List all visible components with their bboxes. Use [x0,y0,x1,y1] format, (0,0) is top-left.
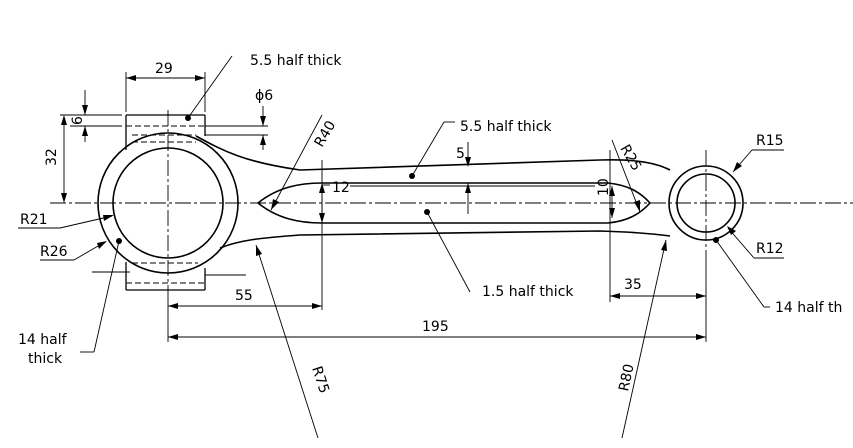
small-end [668,165,744,241]
dim-195-label: 195 [422,319,449,335]
dim-r12-label: R12 [756,241,784,257]
dim-35: 35 [610,262,707,342]
dim-r26: R26 [40,241,107,261]
dim-r80: R80 [616,239,667,439]
note-right-text: 14 half th [775,300,842,316]
rod-shank [195,135,671,249]
dim-r15: R15 [732,133,784,173]
big-end-boss [92,114,268,291]
dim-r15-label: R15 [756,133,784,149]
dim-r40-label: R40 [312,118,340,150]
dim-r80-label: R80 [616,363,637,393]
dim-r21: R21 [18,212,114,229]
dim-32-label: 32 [44,148,60,166]
note-top-left: 5.5 half thick [185,53,342,121]
dim-29: 29 [125,61,206,112]
dim-phi6-label: ϕ6 [255,88,273,104]
note-top-left-text: 5.5 half thick [250,53,342,69]
dim-6-32: 6 32 [44,90,122,203]
shank-slot [256,182,652,224]
dim-r25-label: R25 [617,142,645,174]
dim-12-label: 12 [332,180,350,196]
dim-r40: R40 [270,114,340,211]
note-left-text-2: thick [28,351,63,367]
center-lines [50,110,853,300]
dim-phi6: ϕ6 [255,88,273,150]
dim-12: 12 [319,160,595,310]
dim-r75: R75 [255,244,332,439]
dim-6-label: 6 [70,116,86,125]
dim-10: 10 [596,150,615,302]
note-top-mid: 5.5 half thick [409,119,552,179]
dim-r12: R12 [727,226,784,259]
note-top-mid-text: 5.5 half thick [460,119,552,135]
dim-r26-label: R26 [40,244,68,260]
dim-5-label: 5 [456,146,465,162]
dim-r75-label: R75 [308,364,332,395]
dim-r25: R25 [611,139,645,213]
note-middle-text: 1.5 half thick [482,284,574,300]
note-left: 14 half thick [18,238,122,367]
dim-55-label: 55 [235,288,253,304]
dim-5: 5 [456,142,471,214]
note-left-text-1: 14 half [18,332,68,348]
note-middle: 1.5 half thick [424,209,574,300]
dim-35-label: 35 [624,277,642,293]
dim-55: 55 [167,288,322,342]
dim-195: 195 [168,319,706,340]
dim-29-label: 29 [155,61,173,77]
dim-10-label: 10 [596,178,612,196]
big-end [97,132,239,274]
note-right: 14 half th [713,237,842,316]
dim-r21-label: R21 [20,212,48,228]
